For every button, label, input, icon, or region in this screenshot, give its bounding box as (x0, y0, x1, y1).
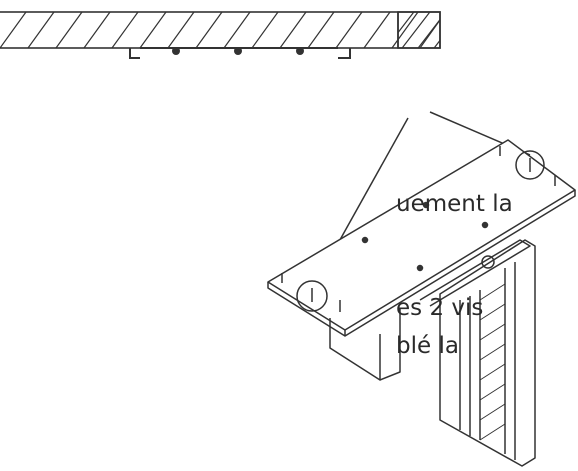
instruction-text-line-1: uement la (396, 191, 513, 217)
instruction-text-line-2: es 2 vis (396, 295, 484, 321)
instruction-text-line-3: blé la (396, 333, 459, 359)
mounting-bracket (129, 47, 351, 59)
unit-illustration (267, 111, 576, 467)
ceiling-band (0, 11, 441, 49)
